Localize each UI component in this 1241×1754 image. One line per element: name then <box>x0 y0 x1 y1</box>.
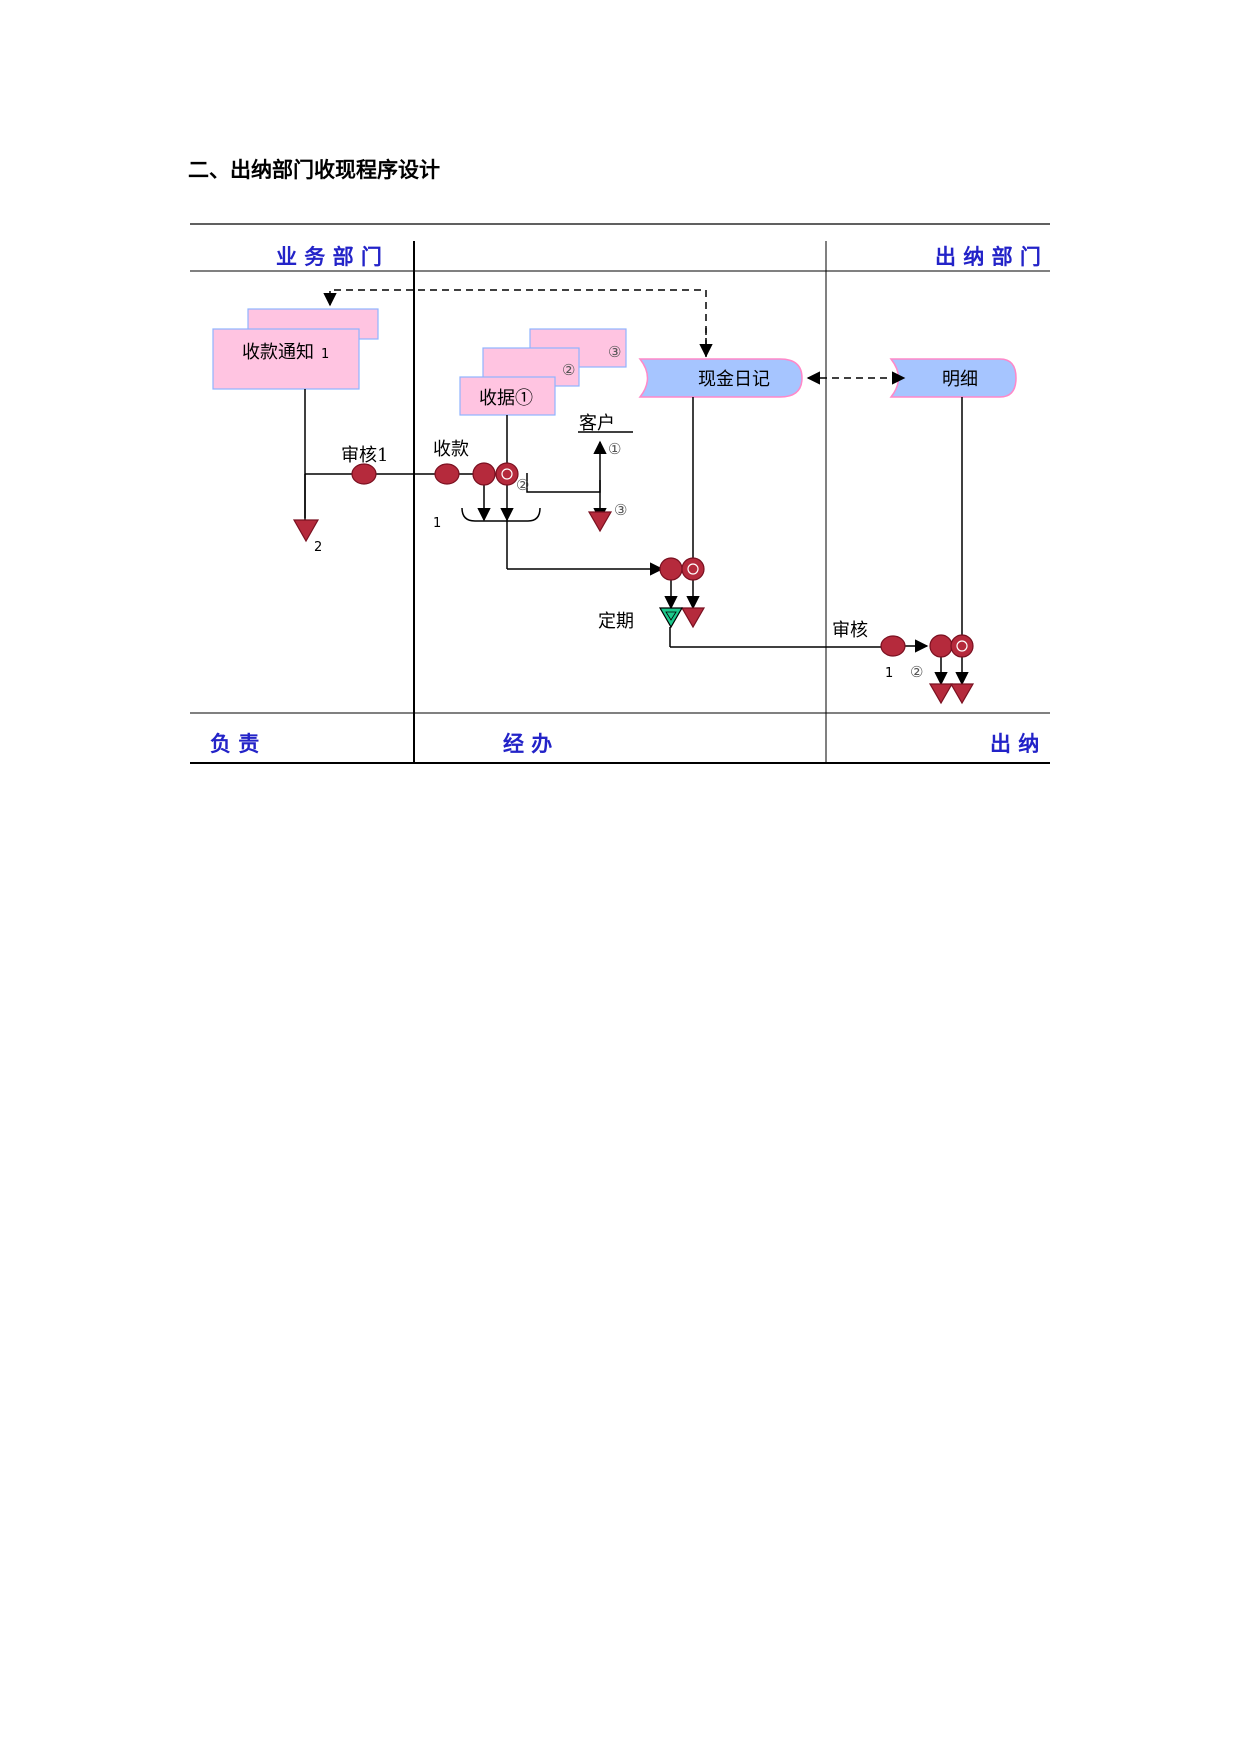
copy2b-label: ② <box>910 663 923 681</box>
periodic-triangle-green <box>658 607 684 629</box>
review-label: 审核 <box>832 620 868 641</box>
periodic-label: 定期 <box>598 611 634 632</box>
lane-footer-cashier: 出 纳 <box>990 732 1039 756</box>
review1-label: 审核1 <box>341 445 388 466</box>
lane-frame <box>190 223 1050 764</box>
num1b-label: 1 <box>885 666 893 681</box>
receipt-docs: ③ ② 收据① <box>459 328 627 416</box>
lane-header-cashier-dept: 出 纳 部 门 <box>935 245 1041 269</box>
periodic-triangle-inner <box>665 611 677 621</box>
lane-footer-handling: 经 办 <box>503 732 552 756</box>
dashed-links <box>323 289 906 385</box>
process-nodes <box>351 462 974 658</box>
lane-footer-responsible: 负 责 <box>210 732 259 756</box>
copy3-label: ③ <box>614 501 627 519</box>
collection-notice-label: 收款通知 <box>242 342 314 363</box>
detail-shape: 明细 <box>889 358 1017 398</box>
file-triangles <box>292 511 975 705</box>
lane-header-business: 业 务 部 门 <box>276 245 382 269</box>
flow-lines <box>304 389 969 686</box>
cash-journal-label: 现金日记 <box>698 369 770 390</box>
page-title: 二、出纳部门收现程序设计 <box>188 158 440 182</box>
receipt-copy3-label: ③ <box>608 343 621 361</box>
num1-label: 1 <box>433 516 441 531</box>
num2-label: 2 <box>314 540 322 555</box>
node-inner-rings <box>501 468 968 652</box>
collection-notice-num: 1 <box>321 347 329 362</box>
receipt-label: 收据① <box>479 388 533 409</box>
grouping-brace <box>461 507 541 522</box>
copy1-label: ① <box>608 440 621 458</box>
receipt-copy2-label: ② <box>562 361 575 379</box>
collect-label: 收款 <box>433 439 469 460</box>
collection-notice-doc: 收款通知 1 <box>212 308 379 390</box>
cash-journal-shape: 现金日记 <box>638 358 803 398</box>
customer-label: 客户 <box>579 413 615 434</box>
copy2-label: ② <box>516 476 529 494</box>
detail-label: 明细 <box>942 369 978 390</box>
